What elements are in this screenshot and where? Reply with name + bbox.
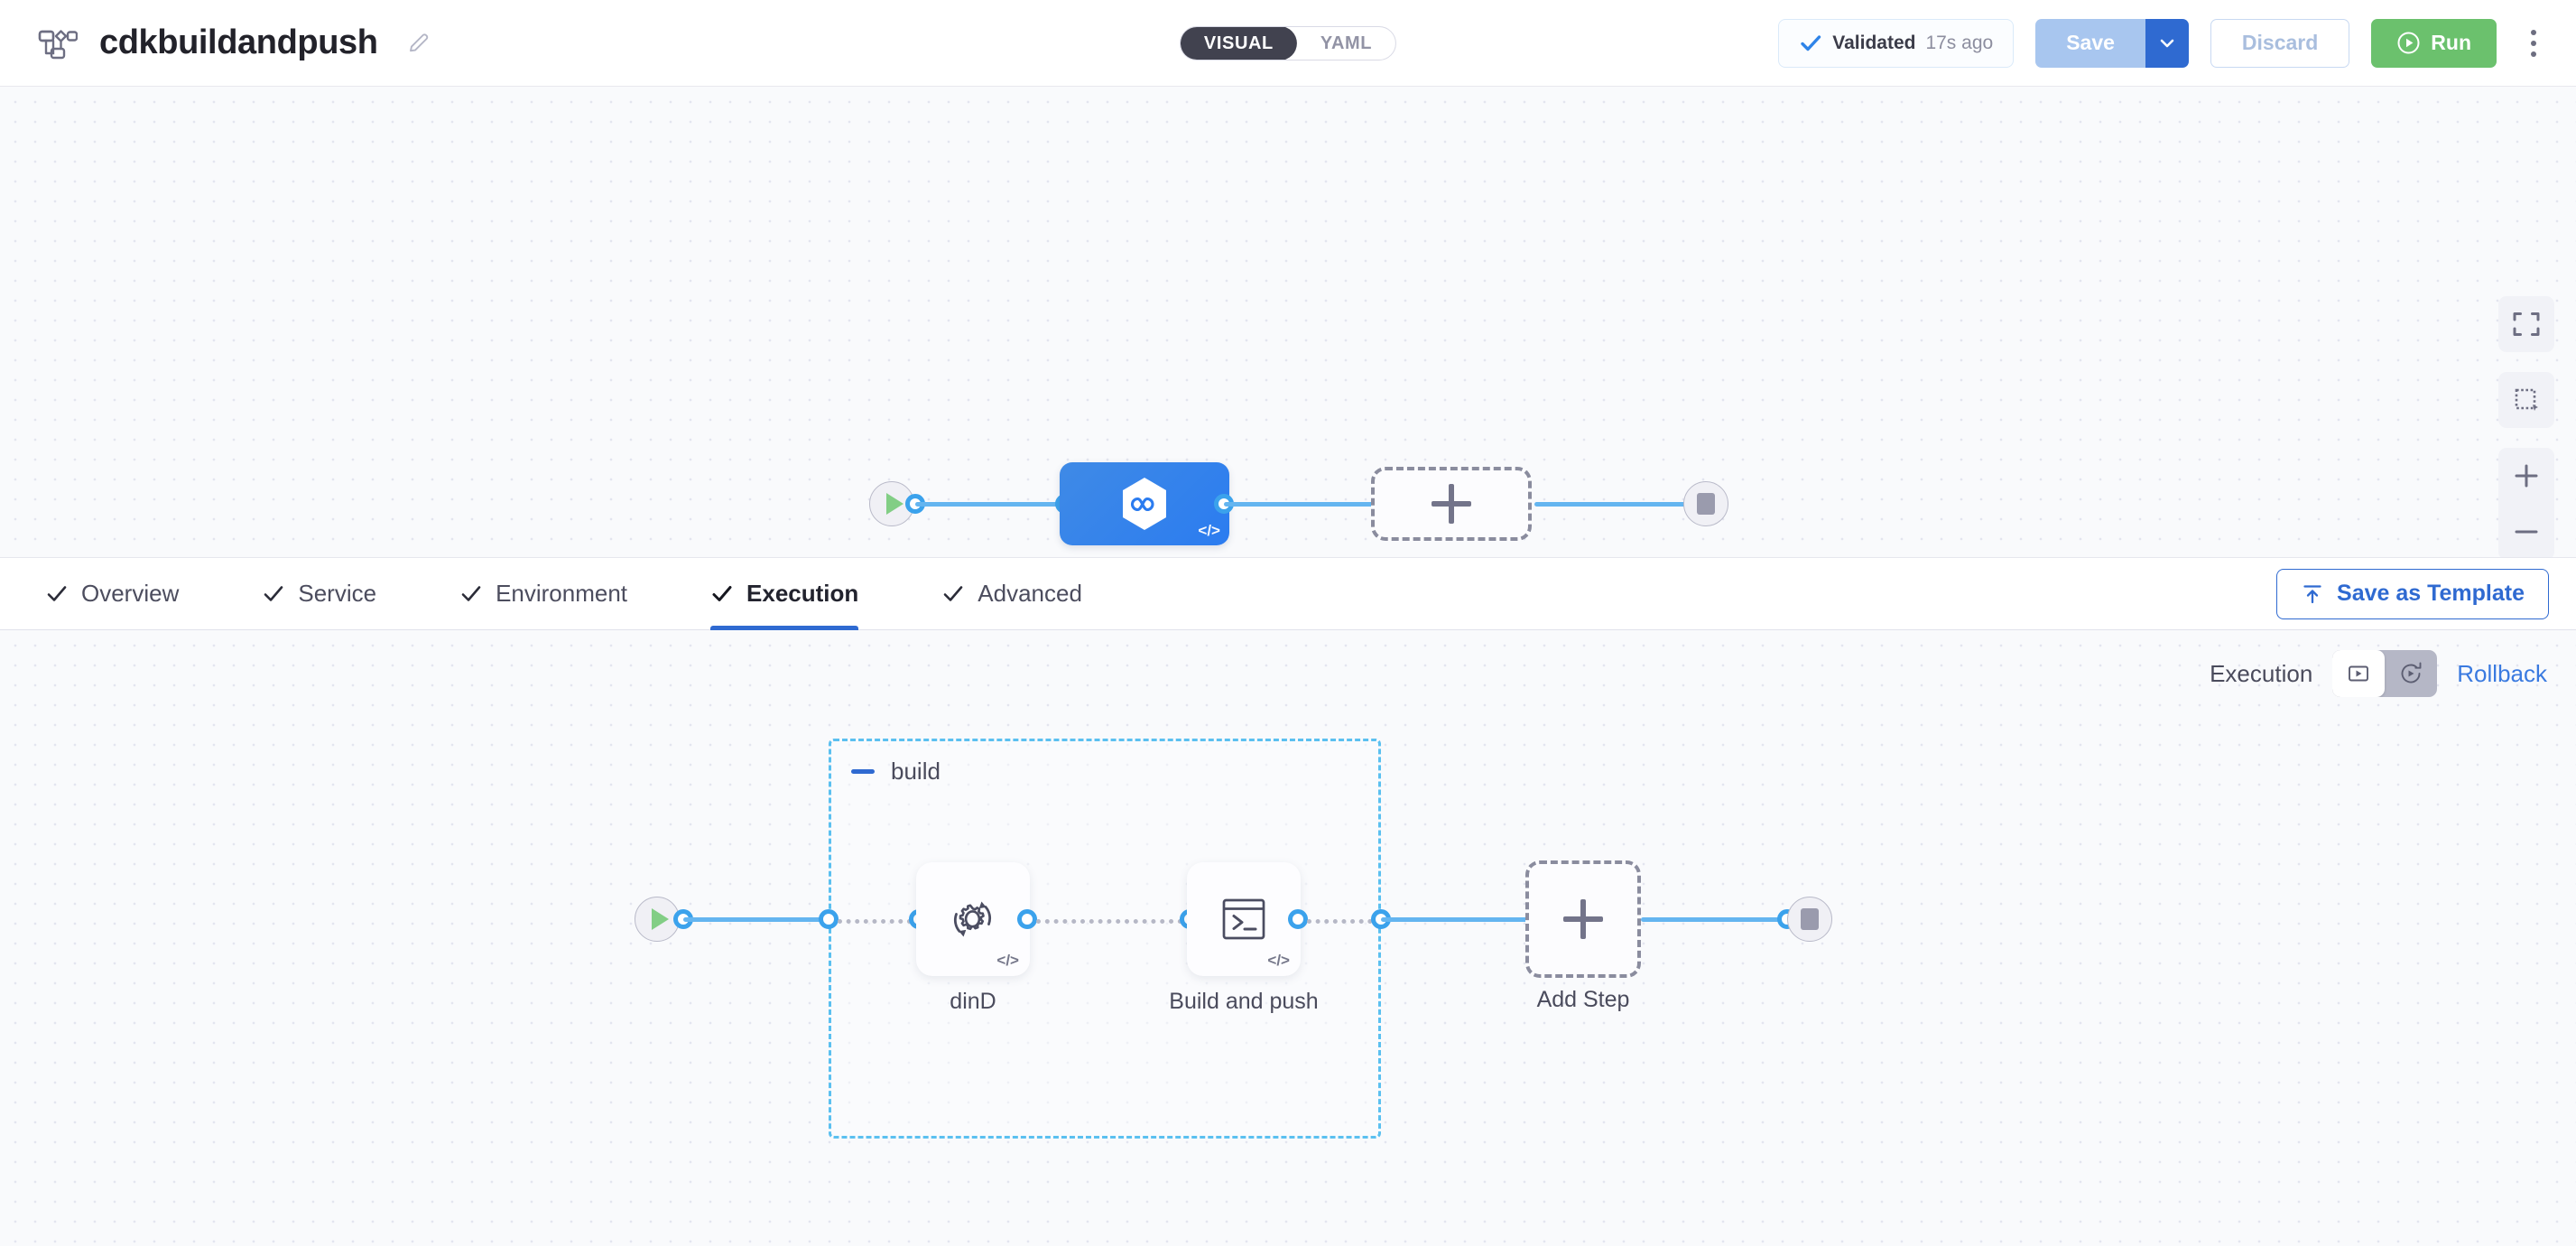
stop-icon	[1801, 908, 1819, 930]
edge-addstage-to-end	[1534, 501, 1699, 507]
stage-node-layer: </> ckd Add Stage	[0, 87, 2576, 557]
edge-ckd-to-addstage	[1224, 501, 1374, 507]
add-step-button[interactable]	[1525, 860, 1641, 978]
validation-time: 17s ago	[1925, 32, 1994, 53]
tab-label: Execution	[746, 580, 859, 607]
connector-dot[interactable]	[819, 909, 839, 929]
check-icon	[710, 582, 734, 606]
validation-status: Validated	[1832, 32, 1916, 53]
play-icon	[885, 493, 903, 515]
zoom-in-icon[interactable]	[2498, 448, 2554, 504]
collapse-minus-icon[interactable]	[851, 769, 875, 774]
step-label-build-and-push: Build and push	[1169, 989, 1319, 1014]
play-icon	[651, 908, 669, 930]
canvas-controls	[2498, 296, 2554, 557]
rollback-link[interactable]: Rollback	[2457, 659, 2547, 687]
harness-cd-hexagon-icon	[1118, 476, 1171, 532]
tab-label: Overview	[81, 580, 180, 607]
step-node-dind[interactable]: </>	[916, 862, 1030, 976]
plus-icon	[1563, 899, 1603, 939]
zoom-controls	[2498, 448, 2554, 557]
zoom-out-icon[interactable]	[2498, 504, 2554, 557]
add-step-label: Add Step	[1536, 987, 1630, 1012]
save-button-group: Save	[2035, 18, 2189, 68]
stage-tab-bar: Overview Service Environment Execution	[0, 558, 2576, 630]
execution-rollback-toggle[interactable]	[2332, 650, 2438, 697]
selection-box-icon[interactable]	[2498, 372, 2554, 428]
tab-label: Service	[298, 580, 377, 607]
run-button-label: Run	[2431, 31, 2471, 54]
play-circle-icon	[2396, 31, 2421, 55]
stop-icon	[1697, 493, 1715, 515]
tab-list: Overview Service Environment Execution	[45, 558, 1165, 630]
kebab-menu-icon[interactable]	[2518, 19, 2549, 68]
rollback-rotate-icon[interactable]	[2385, 650, 2437, 697]
chevron-down-icon[interactable]	[2145, 18, 2189, 68]
step-node-build-and-push[interactable]: </>	[1187, 862, 1301, 976]
add-stage-button[interactable]	[1371, 467, 1532, 541]
tab-label: Environment	[496, 580, 628, 607]
app-header: cdkbuildandpush VISUAL YAML Validated	[0, 0, 2576, 87]
group-label: build	[891, 758, 941, 785]
pipeline-end[interactable]	[1683, 481, 1728, 526]
pipeline-nodes-icon	[38, 25, 79, 61]
header-center: VISUAL YAML	[1179, 25, 1397, 60]
tab-label: Advanced	[978, 580, 1082, 607]
edge-start-to-group	[683, 916, 830, 922]
check-icon	[45, 582, 69, 606]
edge-dashed	[1307, 919, 1381, 924]
check-icon	[941, 582, 965, 606]
page-title: cdkbuildandpush	[99, 23, 378, 61]
code-badge-icon: </>	[996, 952, 1019, 969]
edge-dashed	[1036, 919, 1182, 924]
save-button[interactable]: Save	[2035, 18, 2145, 68]
mode-yaml[interactable]: YAML	[1320, 33, 1373, 53]
execution-play-box-icon[interactable]	[2332, 650, 2386, 697]
connector-dot[interactable]	[1288, 909, 1308, 929]
save-as-template-button[interactable]: Save as Template	[2276, 568, 2549, 619]
edge-dashed	[838, 919, 912, 924]
stage-canvas[interactable]: </> ckd Add Stage	[0, 87, 2576, 558]
edge-addstep-to-end	[1641, 916, 1787, 922]
fit-to-screen-icon[interactable]	[2498, 296, 2554, 352]
execution-node-layer: build </>	[0, 630, 2576, 1246]
tab-execution[interactable]: Execution	[710, 558, 902, 630]
check-icon	[459, 582, 483, 606]
run-button[interactable]: Run	[2371, 18, 2497, 68]
execution-canvas[interactable]: Execution Rollback	[0, 630, 2576, 1246]
execution-label: Execution	[2210, 659, 2313, 687]
header-right: Validated 17s ago Save Discard	[1778, 18, 2549, 68]
edge-group-to-addstep	[1381, 916, 1539, 922]
execution-rollback-bar: Execution Rollback	[2210, 650, 2547, 697]
discard-button[interactable]: Discard	[2210, 18, 2350, 68]
pencil-edit-icon[interactable]	[405, 30, 432, 57]
connector-dot[interactable]	[1017, 909, 1037, 929]
execution-end[interactable]	[1787, 897, 1832, 942]
gear-rotate-icon	[941, 887, 1005, 952]
tab-overview[interactable]: Overview	[45, 558, 222, 629]
code-badge-icon: </>	[1198, 522, 1220, 539]
save-as-template-label: Save as Template	[2337, 581, 2525, 606]
view-mode-toggle[interactable]: VISUAL YAML	[1179, 25, 1397, 60]
execution-start[interactable]	[635, 897, 680, 942]
header-left: cdkbuildandpush	[38, 23, 432, 62]
tab-service[interactable]: Service	[262, 558, 420, 629]
terminal-icon	[1211, 887, 1276, 952]
group-header: build	[851, 758, 941, 786]
check-icon	[1799, 32, 1822, 55]
upload-template-icon	[2301, 582, 2324, 606]
step-label-dind: dinD	[950, 989, 996, 1014]
tab-environment[interactable]: Environment	[459, 558, 671, 629]
check-icon	[262, 582, 285, 606]
plus-icon	[1432, 484, 1471, 524]
tab-advanced[interactable]: Advanced	[941, 558, 1126, 629]
edge-start-to-ckd	[915, 501, 1065, 507]
mode-visual[interactable]: VISUAL	[1180, 26, 1297, 60]
stage-node-ckd[interactable]: </>	[1060, 462, 1229, 545]
status-badge: Validated 17s ago	[1778, 18, 2015, 68]
code-badge-icon: </>	[1267, 952, 1290, 969]
